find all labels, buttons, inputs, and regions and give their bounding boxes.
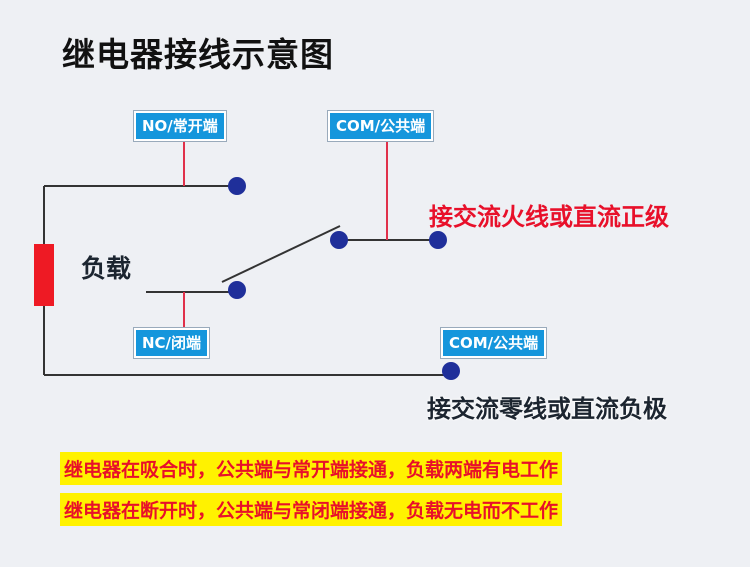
diagram-title: 继电器接线示意图	[62, 35, 334, 74]
tag-com-top: COM/公共端	[328, 111, 434, 141]
terminal-neutral	[442, 362, 460, 380]
switch-arm	[221, 225, 341, 283]
terminal-com-pivot	[330, 231, 348, 249]
load-resistor	[34, 244, 54, 306]
live-label: 接交流火线或直流正级	[429, 203, 669, 231]
tag-nc: NC/闭端	[134, 328, 210, 358]
tag-no: NO/常开端	[134, 111, 226, 141]
tag-com-bottom: COM/公共端	[441, 328, 547, 358]
terminal-nc	[228, 281, 246, 299]
load-label: 负载	[81, 254, 132, 283]
terminal-live	[429, 231, 447, 249]
note-open: 继电器在断开时，公共端与常闭端接通，负载无电而不工作	[60, 493, 563, 526]
neutral-label: 接交流零线或直流负极	[427, 395, 667, 423]
note-closed: 继电器在吸合时，公共端与常开端接通，负载两端有电工作	[60, 452, 563, 485]
terminal-no	[228, 177, 246, 195]
